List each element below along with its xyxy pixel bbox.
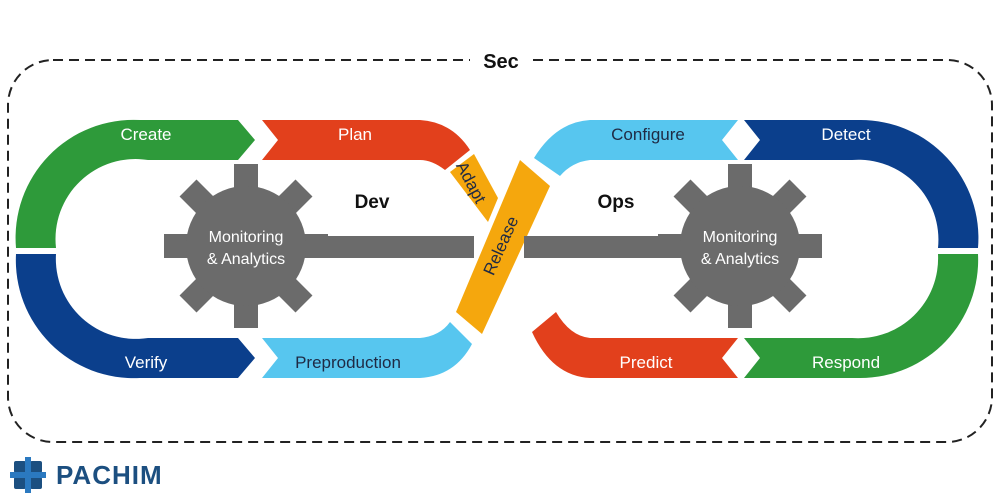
gear-right-line1: Monitoring: [703, 229, 778, 246]
gear-left-line1: Monitoring: [209, 229, 284, 246]
segment-detect: [744, 119, 979, 248]
segment-release: [456, 160, 550, 334]
segment-verify-label: Verify: [125, 353, 168, 372]
segment-adapt: [450, 154, 498, 222]
sec-label: Sec: [483, 51, 519, 73]
brand-logo: PACHIM: [10, 455, 163, 495]
sec-label-bg: [470, 48, 532, 74]
gear-right-line2: & Analytics: [701, 251, 779, 268]
gear-left: Monitoring & Analytics: [164, 164, 328, 328]
segment-predict-label: Predict: [620, 353, 673, 372]
segment-respond: [744, 254, 979, 379]
segment-preproduction-label: Preproduction: [295, 353, 401, 372]
segment-configure: [534, 120, 738, 176]
gear-left-line2: & Analytics: [207, 251, 285, 268]
segment-plan-label: Plan: [338, 125, 372, 144]
pachim-logo-icon: [10, 457, 46, 493]
segment-respond-label: Respond: [812, 353, 880, 372]
gear-right: Monitoring & Analytics: [658, 164, 822, 328]
segment-detect-label: Detect: [821, 125, 870, 144]
segment-predict: [532, 312, 738, 378]
segment-create: [15, 119, 255, 248]
sec-frame: [7, 59, 993, 443]
segment-configure-label: Configure: [611, 125, 685, 144]
ops-label: Ops: [598, 192, 635, 213]
segment-create-label: Create: [120, 125, 171, 144]
segment-preproduction: [262, 322, 472, 378]
segment-plan: [262, 120, 470, 170]
dev-label: Dev: [355, 192, 390, 213]
segment-verify: [15, 254, 255, 379]
brand-name: PACHIM: [56, 459, 163, 490]
